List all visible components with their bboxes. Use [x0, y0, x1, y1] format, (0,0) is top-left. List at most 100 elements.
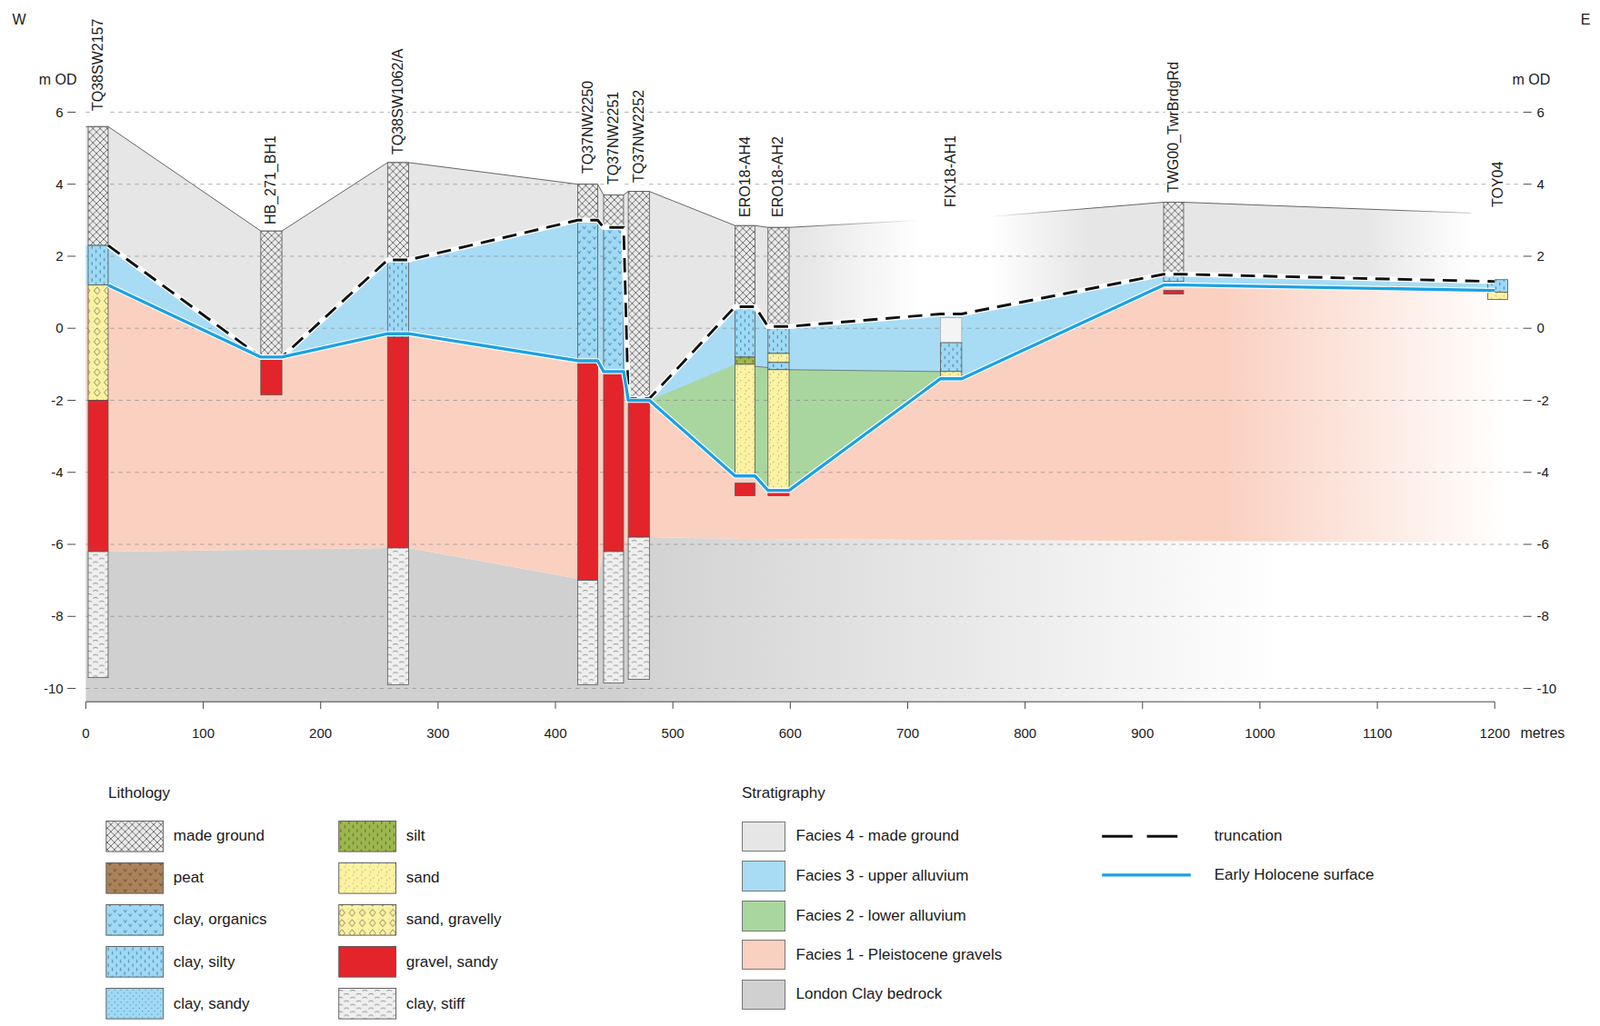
axis-tick	[1523, 328, 1532, 330]
borehole-segment	[88, 285, 109, 401]
lithology-swatch	[106, 988, 164, 1020]
borehole-segment	[88, 245, 109, 286]
borehole-segment	[603, 227, 624, 374]
legend-label: Facies 2 - lower alluvium	[796, 907, 967, 926]
axis-tick-label: 800	[1013, 725, 1037, 741]
axis-tick	[1494, 701, 1496, 710]
borehole-label: TQ37NW2251	[605, 90, 622, 187]
lithology-swatch	[339, 946, 397, 978]
borehole-segment	[940, 371, 962, 378]
borehole-segment	[735, 357, 756, 365]
axis-tick	[1523, 688, 1532, 690]
legend-swatch	[741, 821, 786, 853]
legend-label: Facies 3 - upper alluvium	[796, 867, 970, 886]
borehole-label: ERO18-AH2	[770, 134, 787, 220]
axis-tick	[1259, 701, 1260, 710]
legend-label: London Clay bedrock	[796, 986, 943, 1005]
axis-tick	[1523, 255, 1532, 257]
borehole-segment	[387, 260, 409, 338]
ground-surface	[990, 202, 1471, 218]
axis-tick	[790, 701, 791, 710]
axis-tick	[67, 471, 76, 473]
axis-tick	[320, 701, 321, 710]
axis-tick-label: -2	[50, 392, 63, 409]
legend-label: peat	[173, 870, 204, 889]
legend-label: Facies 1 - Pleistocene gravels	[796, 946, 1003, 965]
axis-tick-label: -6	[1536, 536, 1549, 552]
borehole-segment	[88, 551, 109, 679]
axis-tick	[555, 701, 557, 710]
axis-tick-label: 700	[896, 725, 920, 741]
axis-tick-label: -8	[1536, 609, 1549, 625]
axis-tick-label: -2	[1536, 392, 1549, 409]
borehole-segment	[628, 537, 650, 680]
borehole-segment	[387, 548, 409, 686]
axis-tick	[437, 701, 439, 710]
axis-tick	[1377, 701, 1379, 710]
axis-tick-label: -10	[1536, 680, 1557, 697]
borehole-segment	[387, 162, 409, 260]
lithology-swatch	[106, 946, 164, 978]
borehole-segment	[260, 357, 282, 396]
borehole-segment	[603, 551, 624, 684]
borehole-segment	[940, 317, 962, 343]
borehole-segment	[578, 580, 599, 686]
axis-tick-label: -4	[1536, 464, 1549, 480]
legend-swatch	[741, 940, 786, 971]
axis-tick	[67, 255, 76, 257]
borehole-segment	[578, 220, 599, 363]
ground-surface	[85, 126, 920, 231]
axis-tick-label: -6	[50, 536, 63, 552]
axis-tick	[67, 111, 76, 113]
axis-tick-label: 4	[55, 176, 63, 192]
axis-tick-label: 0	[81, 725, 90, 741]
borehole-label: TQ38SW1062/A	[390, 46, 407, 157]
axis-tick	[67, 616, 76, 618]
borehole-segment	[735, 483, 756, 497]
legend-label: silt	[406, 828, 426, 847]
axis-tick-label: 1200	[1480, 725, 1510, 741]
axis-tick	[1141, 701, 1143, 710]
borehole-segment	[628, 400, 650, 538]
lower-alluvium-fill	[649, 364, 940, 491]
axis-tick-label: 100	[191, 725, 215, 741]
borehole-segment	[735, 225, 756, 307]
lithology-swatch	[339, 862, 397, 894]
axis-tick-label: 1100	[1362, 725, 1392, 741]
borehole-segment	[735, 306, 756, 357]
borehole-segment	[940, 342, 962, 372]
lithology-swatch	[339, 820, 397, 852]
axis-tick	[67, 400, 76, 401]
lithology-swatch	[106, 820, 164, 852]
axis-tick-label: 600	[779, 725, 802, 741]
axis-tick-label: 400	[543, 725, 567, 741]
axis-tick	[1523, 616, 1532, 618]
direction-label: E	[1580, 11, 1591, 29]
axis-tick	[85, 701, 87, 710]
lithology-swatch	[106, 862, 164, 894]
borehole-label: TQ38SW2157	[90, 16, 107, 112]
axis-tick	[1523, 400, 1532, 401]
borehole-segment	[768, 353, 790, 363]
borehole-segment	[88, 400, 109, 551]
legend-label: clay, organics	[173, 911, 268, 930]
legend-label: made ground	[173, 828, 265, 847]
grid-line	[85, 111, 1520, 113]
axis-tick-label: 200	[309, 725, 332, 741]
holocene-halo	[108, 285, 1495, 491]
legend-label: Early Holocene surface	[1214, 866, 1375, 885]
borehole-segment	[578, 184, 599, 221]
grid-line	[85, 255, 1520, 257]
truncation-line	[108, 220, 1495, 399]
borehole-label: ERO18-AH4	[736, 134, 753, 220]
borehole-segment	[578, 362, 599, 581]
axis-tick-label: 6	[1536, 104, 1544, 120]
axis-tick-label: 1000	[1244, 725, 1275, 741]
axis-tick-label: -8	[50, 609, 63, 625]
legend-heading: Stratigraphy	[741, 785, 826, 804]
legend-label: sand, gravelly	[406, 911, 502, 930]
axis-tick	[202, 701, 204, 710]
axis-tick	[907, 701, 909, 710]
axis-tick-label: 4	[1536, 176, 1544, 192]
legend-line-sample	[1101, 873, 1191, 877]
